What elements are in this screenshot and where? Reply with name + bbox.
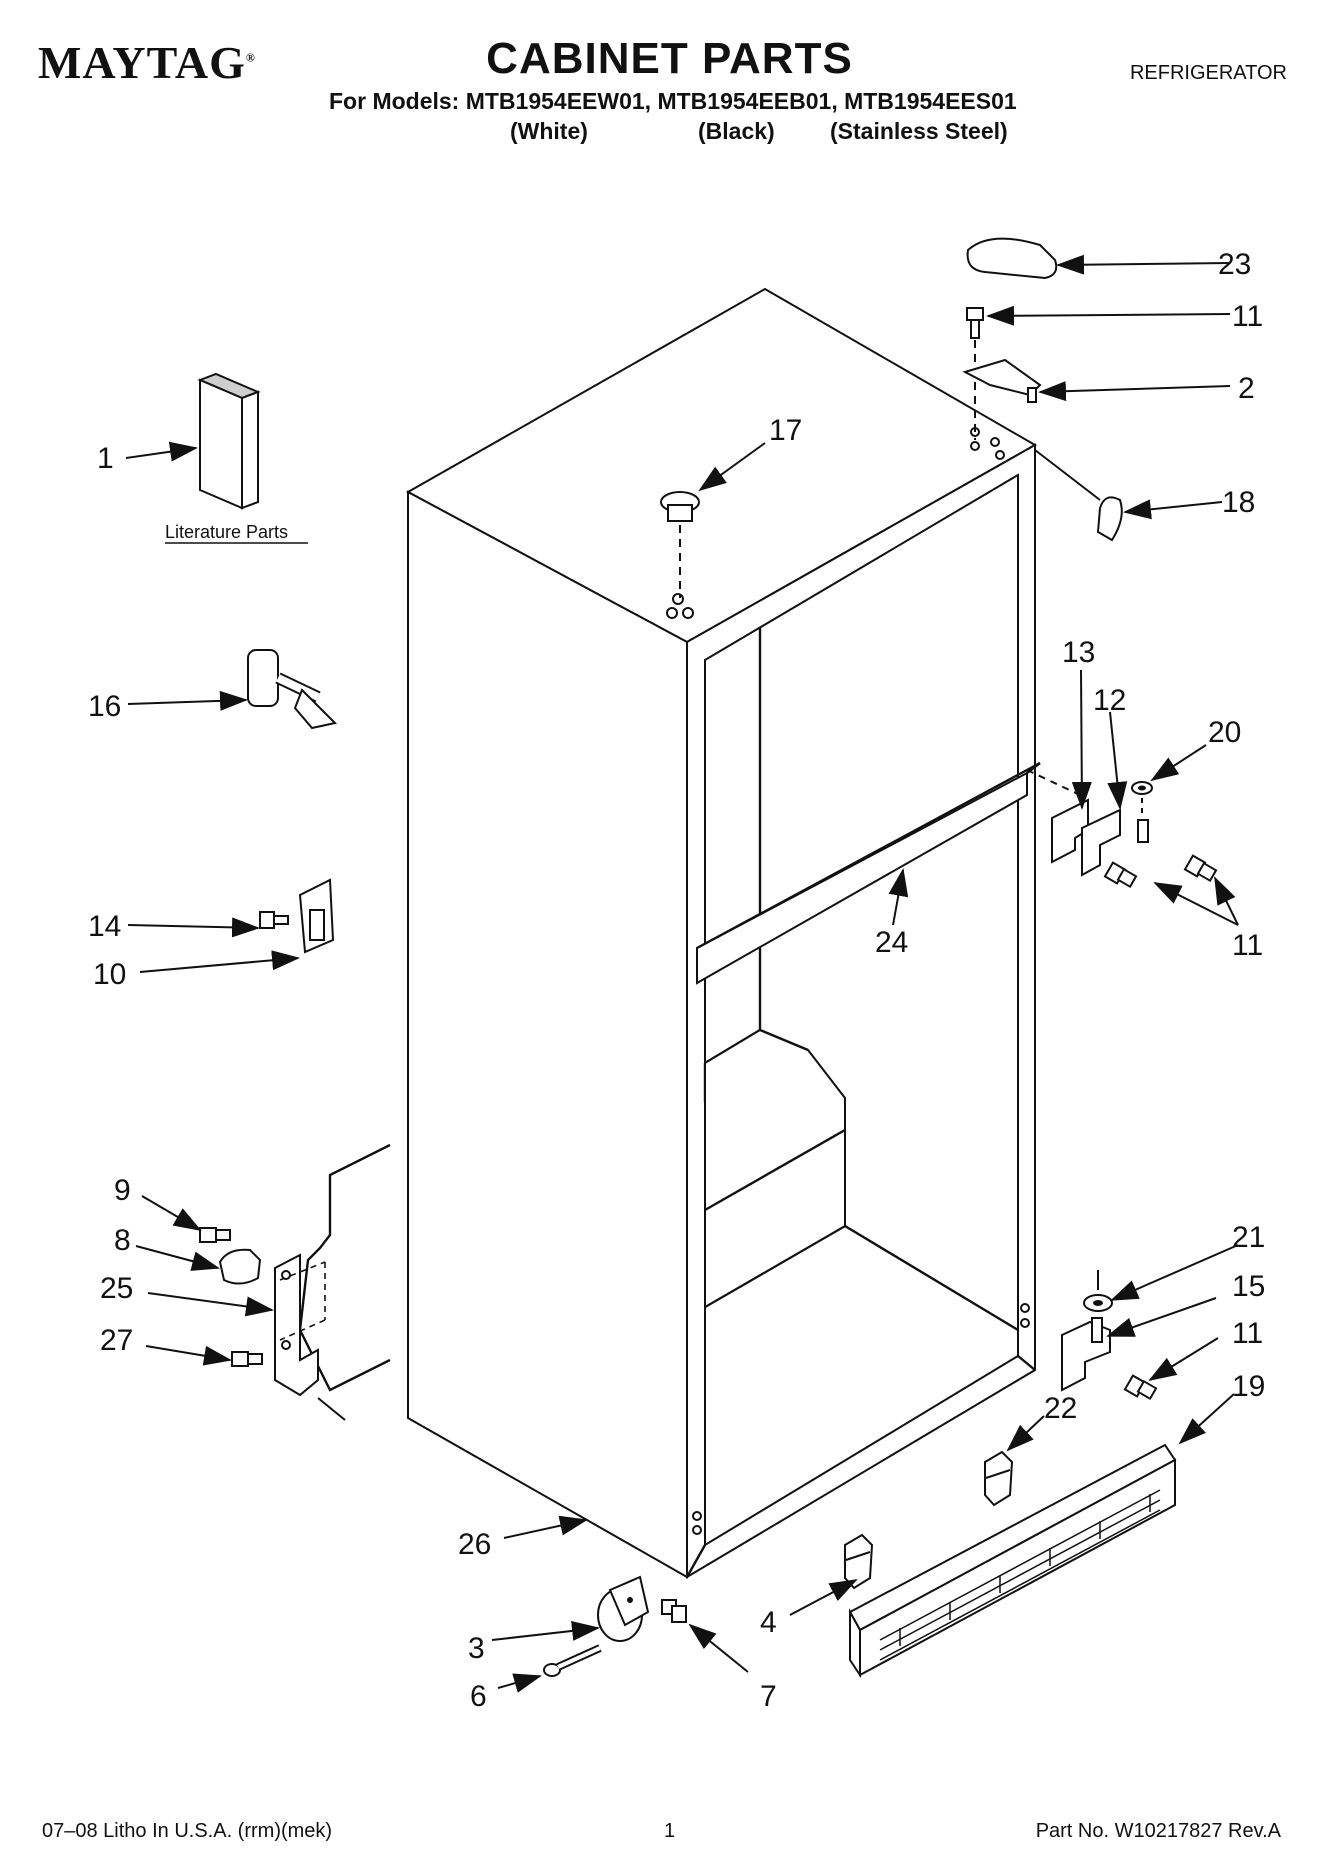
side-bracket-screw <box>231 1351 263 1367</box>
middle-hinge-screw-a <box>1103 861 1138 889</box>
callout-9: 9 <box>114 1174 131 1207</box>
brand-logo: MAYTAG® <box>38 36 256 89</box>
callout-14: 14 <box>88 910 121 943</box>
product-type: REFRIGERATOR <box>1129 62 1287 84</box>
litho-note: 07–08 Litho In U.S.A. (rrm)(mek) <box>42 1820 333 1842</box>
tubing-clamp <box>218 1248 262 1285</box>
callout-23: 23 <box>1218 248 1251 281</box>
callout-25: 25 <box>100 1272 133 1305</box>
door-catch-screw <box>259 911 289 929</box>
divider-rail <box>696 771 1028 985</box>
callout-21: 21 <box>1232 1221 1265 1254</box>
callout-20: 20 <box>1208 716 1241 749</box>
registered-mark: ® <box>245 50 256 65</box>
toe-grille <box>848 1443 1177 1679</box>
page-title: CABINET PARTS <box>486 34 853 83</box>
brand-name: MAYTAG <box>38 37 246 88</box>
middle-hinge-screw-b <box>1183 854 1218 883</box>
callout-1: 1 <box>97 442 114 475</box>
hinge-cover <box>966 237 1058 280</box>
callout-11-bottom: 11 <box>1232 1317 1263 1350</box>
callout-10: 10 <box>93 958 126 991</box>
callout-2: 2 <box>1238 372 1255 405</box>
callout-4: 4 <box>760 1606 777 1639</box>
callout-11-top: 11 <box>1232 300 1263 333</box>
cabinet-body <box>298 287 1041 1579</box>
callout-26: 26 <box>458 1528 491 1561</box>
roller-pin <box>543 1644 602 1677</box>
callout-8: 8 <box>114 1224 131 1257</box>
callout-13: 13 <box>1062 636 1095 669</box>
leveling-screw <box>661 1599 687 1623</box>
callout-22: 22 <box>1044 1392 1077 1425</box>
top-hinge-screw <box>966 307 984 339</box>
door-catch <box>298 878 335 954</box>
callout-16: 16 <box>88 690 121 723</box>
toe-grille-bracket-screw <box>199 1227 231 1243</box>
callout-12: 12 <box>1093 684 1126 717</box>
grille-clip-left <box>844 1533 874 1590</box>
callout-11-middle: 11 <box>1232 929 1263 962</box>
callout-18: 18 <box>1222 486 1255 519</box>
variant-black: (Black) <box>698 118 775 144</box>
top-plug <box>660 491 700 522</box>
part-number: Part No. W10217827 Rev.A <box>1035 1820 1281 1842</box>
literature-label: Literature Parts <box>165 522 288 542</box>
callout-6: 6 <box>470 1680 487 1713</box>
page-number: 1 <box>664 1820 676 1842</box>
roller-assembly <box>597 1575 650 1642</box>
callout-19: 19 <box>1232 1370 1265 1403</box>
callout-3: 3 <box>468 1632 485 1665</box>
side-panel-bracket <box>274 1253 319 1397</box>
door-stop-pin <box>247 649 338 730</box>
hinge-shim <box>1096 496 1123 542</box>
bottom-hinge-screw <box>1123 1374 1158 1401</box>
grille-clip-right <box>984 1450 1014 1507</box>
callout-7: 7 <box>760 1680 777 1713</box>
variant-white: (White) <box>510 118 588 144</box>
leader-lines <box>125 254 1239 1693</box>
callout-15: 15 <box>1232 1270 1265 1303</box>
callout-27: 27 <box>100 1324 133 1357</box>
variant-stainless: (Stainless Steel) <box>830 118 1008 144</box>
middle-hinge <box>1081 808 1121 877</box>
literature-booklet <box>197 372 261 510</box>
callout-24: 24 <box>875 926 908 959</box>
callout-17: 17 <box>769 414 802 447</box>
models-line: For Models: MTB1954EEW01, MTB1954EEB01, … <box>329 88 1017 114</box>
